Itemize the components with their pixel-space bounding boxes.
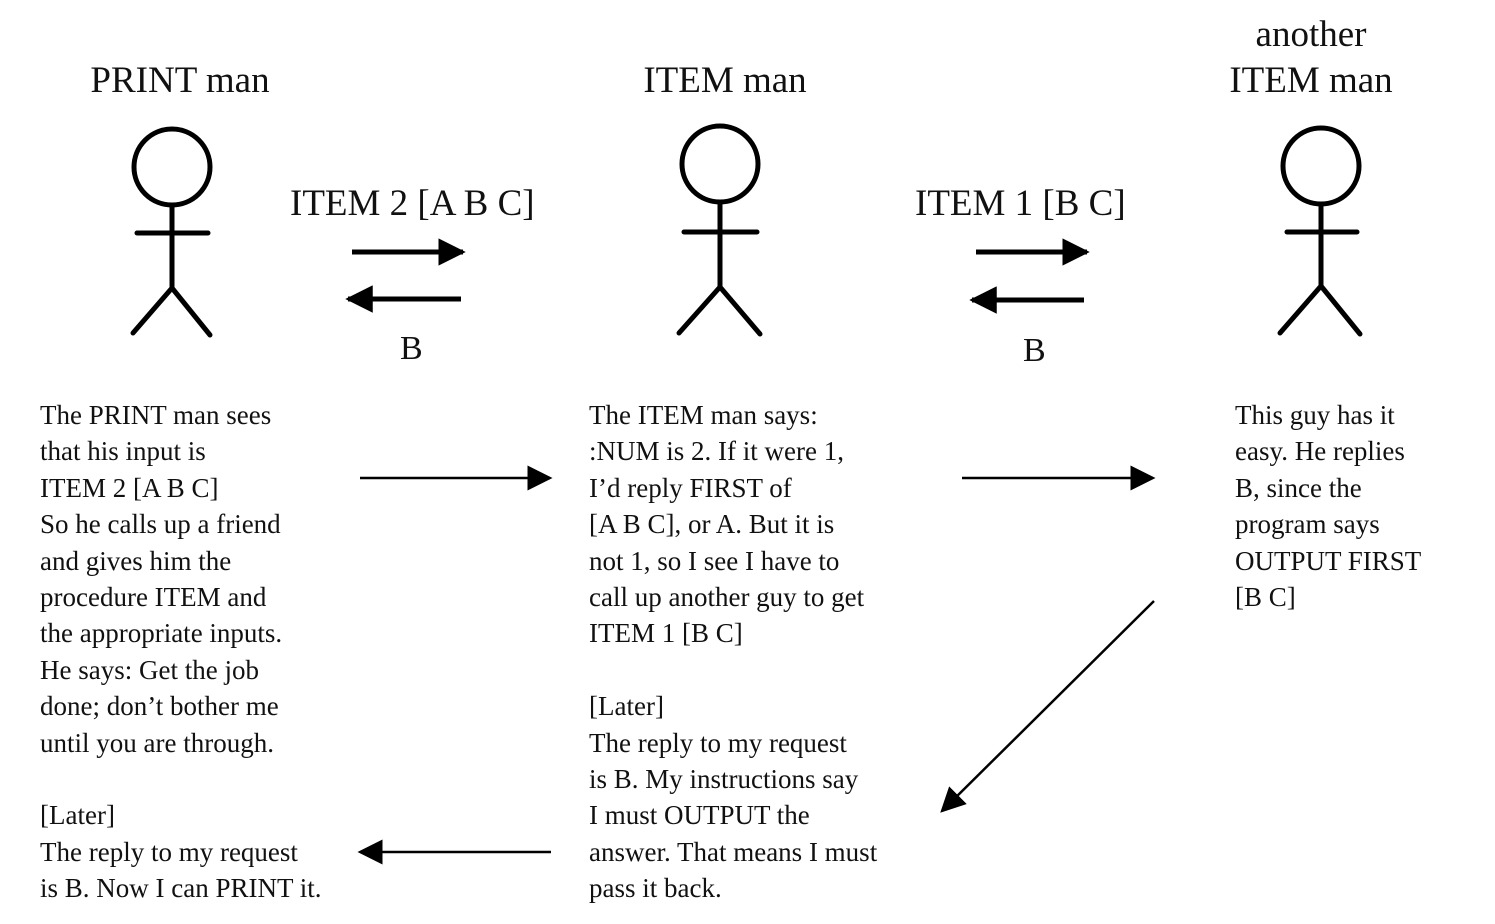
narration-blank-line xyxy=(40,761,322,797)
item-man-narration: The ITEM man says: :NUM is 2. If it were… xyxy=(589,397,877,907)
narration-line: The reply to my request xyxy=(40,836,298,867)
print-man-narration: The PRINT man sees that his input is ITE… xyxy=(40,397,322,907)
narration-line: I must OUTPUT the xyxy=(589,800,810,831)
narration-line: not 1, so I see I have to xyxy=(589,545,840,576)
narration-line: done; don’t bother me xyxy=(40,691,279,722)
call-2-reply-label: B xyxy=(1023,332,1046,369)
narration-line: is B. Now I can PRINT it. xyxy=(40,873,322,904)
narration-line: :NUM is 2. If it were 1, xyxy=(589,436,844,467)
call-1-reply-label: B xyxy=(400,330,423,367)
call-2-request-label: ITEM 1 [B C] xyxy=(915,183,1126,224)
narration-line: ITEM 1 [B C] xyxy=(589,618,743,649)
narration-line: ITEM 2 [A B C] xyxy=(40,472,219,503)
narration-line: answer. That means I must xyxy=(589,836,878,867)
another-item-man-narration: This guy has it easy. He replies B, sinc… xyxy=(1235,397,1421,615)
narration-line: OUTPUT FIRST xyxy=(1235,545,1422,576)
narration-line: So he calls up a friend xyxy=(40,509,281,540)
narration-line: easy. He replies xyxy=(1235,436,1405,467)
narration-line: program says xyxy=(1235,509,1380,540)
narration-line: The PRINT man sees xyxy=(40,400,272,430)
call-1-request-label: ITEM 2 [A B C] xyxy=(290,183,535,224)
narration-line: The ITEM man says: xyxy=(589,400,818,430)
narration-line: This guy has it xyxy=(1235,400,1395,430)
narration-line: The reply to my request xyxy=(589,727,847,758)
narration-line: [A B C], or A. But it is xyxy=(589,509,835,540)
narration-line: [B C] xyxy=(1235,582,1296,613)
print-man-title: PRINT man xyxy=(90,60,270,101)
narration-line: He says: Get the job xyxy=(40,654,259,685)
another-item-man-title-line-1: another xyxy=(1255,14,1367,55)
narration-line: and gives him the xyxy=(40,545,232,576)
print-man-stick-figure xyxy=(130,126,213,338)
narration-line: until you are through. xyxy=(40,727,274,758)
narration-line: I’d reply FIRST of xyxy=(589,472,792,503)
narration-line: [Later] xyxy=(40,800,115,831)
narration-line: call up another guy to get xyxy=(589,582,865,613)
narration-line: is B. My instructions say xyxy=(589,764,859,795)
narration-line: B, since the xyxy=(1235,472,1362,503)
another-item-man-stick-figure xyxy=(1277,125,1363,337)
narration-line: [Later] xyxy=(589,691,664,722)
narration-line: pass it back. xyxy=(589,873,722,904)
flow-arrow-another-back-to-item xyxy=(940,600,1155,813)
another-item-man-title-line-2: ITEM man xyxy=(1229,60,1393,101)
item-man-stick-figure xyxy=(676,123,763,337)
narration-line: procedure ITEM and xyxy=(40,582,267,613)
narration-line: the appropriate inputs. xyxy=(40,618,283,649)
narration-blank-line xyxy=(589,652,877,688)
item-man-title: ITEM man xyxy=(643,60,807,101)
narration-line: that his input is xyxy=(40,436,206,467)
